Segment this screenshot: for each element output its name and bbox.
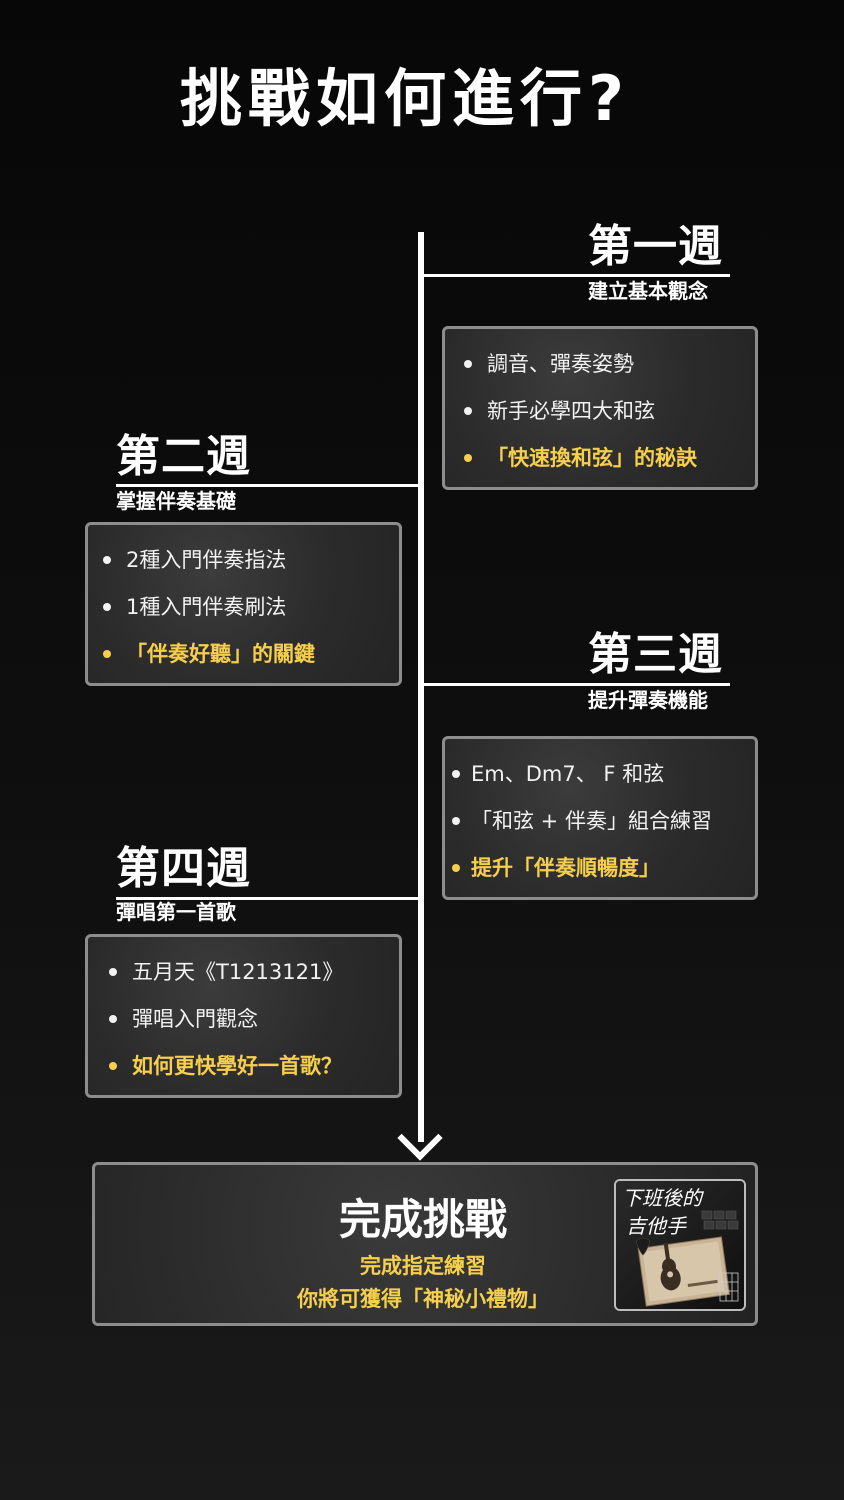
week-2-heading: 第二週 bbox=[116, 431, 251, 482]
list-item-label: 2種入門伴奏指法 bbox=[126, 548, 287, 572]
list-item: Em、Dm7、 F 和弦 bbox=[452, 760, 664, 788]
list-item: 五月天《T1213121》 bbox=[109, 958, 343, 986]
bullet-dot-icon bbox=[103, 650, 111, 658]
list-item: 如何更快學好一首歌？ bbox=[109, 1052, 342, 1080]
arrow-down-icon bbox=[397, 1115, 443, 1161]
list-item: 1種入門伴奏刷法 bbox=[103, 593, 286, 621]
list-item-label: 1種入門伴奏刷法 bbox=[126, 595, 287, 619]
bullet-dot-icon bbox=[464, 407, 472, 415]
list-item-label: 「快速換和弦」的秘訣 bbox=[487, 446, 697, 470]
week-4-heading: 第四週 bbox=[116, 843, 251, 894]
finish-card: 完成挑戰 完成指定練習 你將可獲得「神秘小禮物」 bbox=[92, 1162, 758, 1326]
bullet-dot-icon bbox=[109, 1015, 117, 1023]
week-1-heading: 第一週 bbox=[588, 221, 723, 272]
finish-line-2: 你將可獲得「神秘小禮物」 bbox=[297, 1287, 549, 1311]
week-1-card: 調音、彈奏姿勢 新手必學四大和弦 「快速換和弦」的秘訣 bbox=[442, 326, 758, 490]
list-item-label: 如何更快學好一首歌？ bbox=[132, 1054, 342, 1078]
week-3-branch bbox=[424, 683, 730, 686]
list-item: 提升「伴奏順暢度」 bbox=[452, 854, 660, 882]
bullet-dot-icon bbox=[452, 864, 460, 872]
bullet-dot-icon bbox=[109, 1062, 117, 1070]
list-item: 「和弦 + 伴奏」組合練習 bbox=[452, 807, 712, 835]
list-item-label: 「伴奏好聽」的關鍵 bbox=[126, 642, 315, 666]
list-item-label: 調音、彈奏姿勢 bbox=[487, 352, 634, 376]
week-4-branch bbox=[116, 897, 418, 900]
list-item: 新手必學四大和弦 bbox=[464, 397, 655, 425]
week-2-subtitle: 掌握伴奏基礎 bbox=[116, 489, 236, 513]
finish-line-1: 完成指定練習 bbox=[360, 1254, 486, 1278]
list-item-label: 新手必學四大和弦 bbox=[487, 399, 655, 423]
thumbnail-title-1: 下班後的 bbox=[622, 1186, 704, 1210]
list-item-label: 彈唱入門觀念 bbox=[132, 1007, 258, 1031]
finish-title: 完成挑戰 bbox=[338, 1195, 507, 1244]
week-2-card: 2種入門伴奏指法 1種入門伴奏刷法 「伴奏好聽」的關鍵 bbox=[85, 522, 402, 686]
list-item-label: 五月天《T1213121》 bbox=[132, 960, 344, 984]
week-2-branch bbox=[116, 484, 418, 487]
week-4-subtitle: 彈唱第一首歌 bbox=[116, 900, 236, 924]
thumbnail-art: 下班後的 吉他手 bbox=[616, 1181, 744, 1309]
bullet-dot-icon bbox=[464, 454, 472, 462]
bullet-dot-icon bbox=[464, 360, 472, 368]
bullet-dot-icon bbox=[452, 770, 460, 778]
list-item-label: 提升「伴奏順暢度」 bbox=[471, 856, 660, 880]
list-item-label: 「和弦 + 伴奏」組合練習 bbox=[471, 809, 712, 833]
list-item-label: Em、Dm7、 F 和弦 bbox=[471, 762, 665, 786]
week-3-subtitle: 提升彈奏機能 bbox=[588, 688, 708, 712]
list-item: 「快速換和弦」的秘訣 bbox=[464, 444, 697, 472]
week-1-subtitle: 建立基本觀念 bbox=[588, 279, 708, 303]
guitar-book-thumbnail: 下班後的 吉他手 bbox=[614, 1179, 746, 1311]
week-4-card: 五月天《T1213121》 彈唱入門觀念 如何更快學好一首歌？ bbox=[85, 934, 402, 1098]
list-item: 調音、彈奏姿勢 bbox=[464, 350, 634, 378]
list-item: 「伴奏好聽」的關鍵 bbox=[103, 640, 315, 668]
thumbnail-title-2: 吉他手 bbox=[626, 1214, 687, 1238]
page-title: 挑戰如何進行? bbox=[180, 62, 630, 135]
week-1-branch bbox=[424, 274, 730, 277]
bullet-dot-icon bbox=[109, 968, 117, 976]
bullet-dot-icon bbox=[103, 603, 111, 611]
bullet-dot-icon bbox=[103, 556, 111, 564]
week-3-heading: 第三週 bbox=[588, 629, 723, 680]
timeline-line bbox=[418, 232, 424, 1142]
list-item: 2種入門伴奏指法 bbox=[103, 546, 286, 574]
week-3-card: Em、Dm7、 F 和弦 「和弦 + 伴奏」組合練習 提升「伴奏順暢度」 bbox=[442, 736, 758, 900]
list-item: 彈唱入門觀念 bbox=[109, 1005, 258, 1033]
bullet-dot-icon bbox=[452, 817, 460, 825]
